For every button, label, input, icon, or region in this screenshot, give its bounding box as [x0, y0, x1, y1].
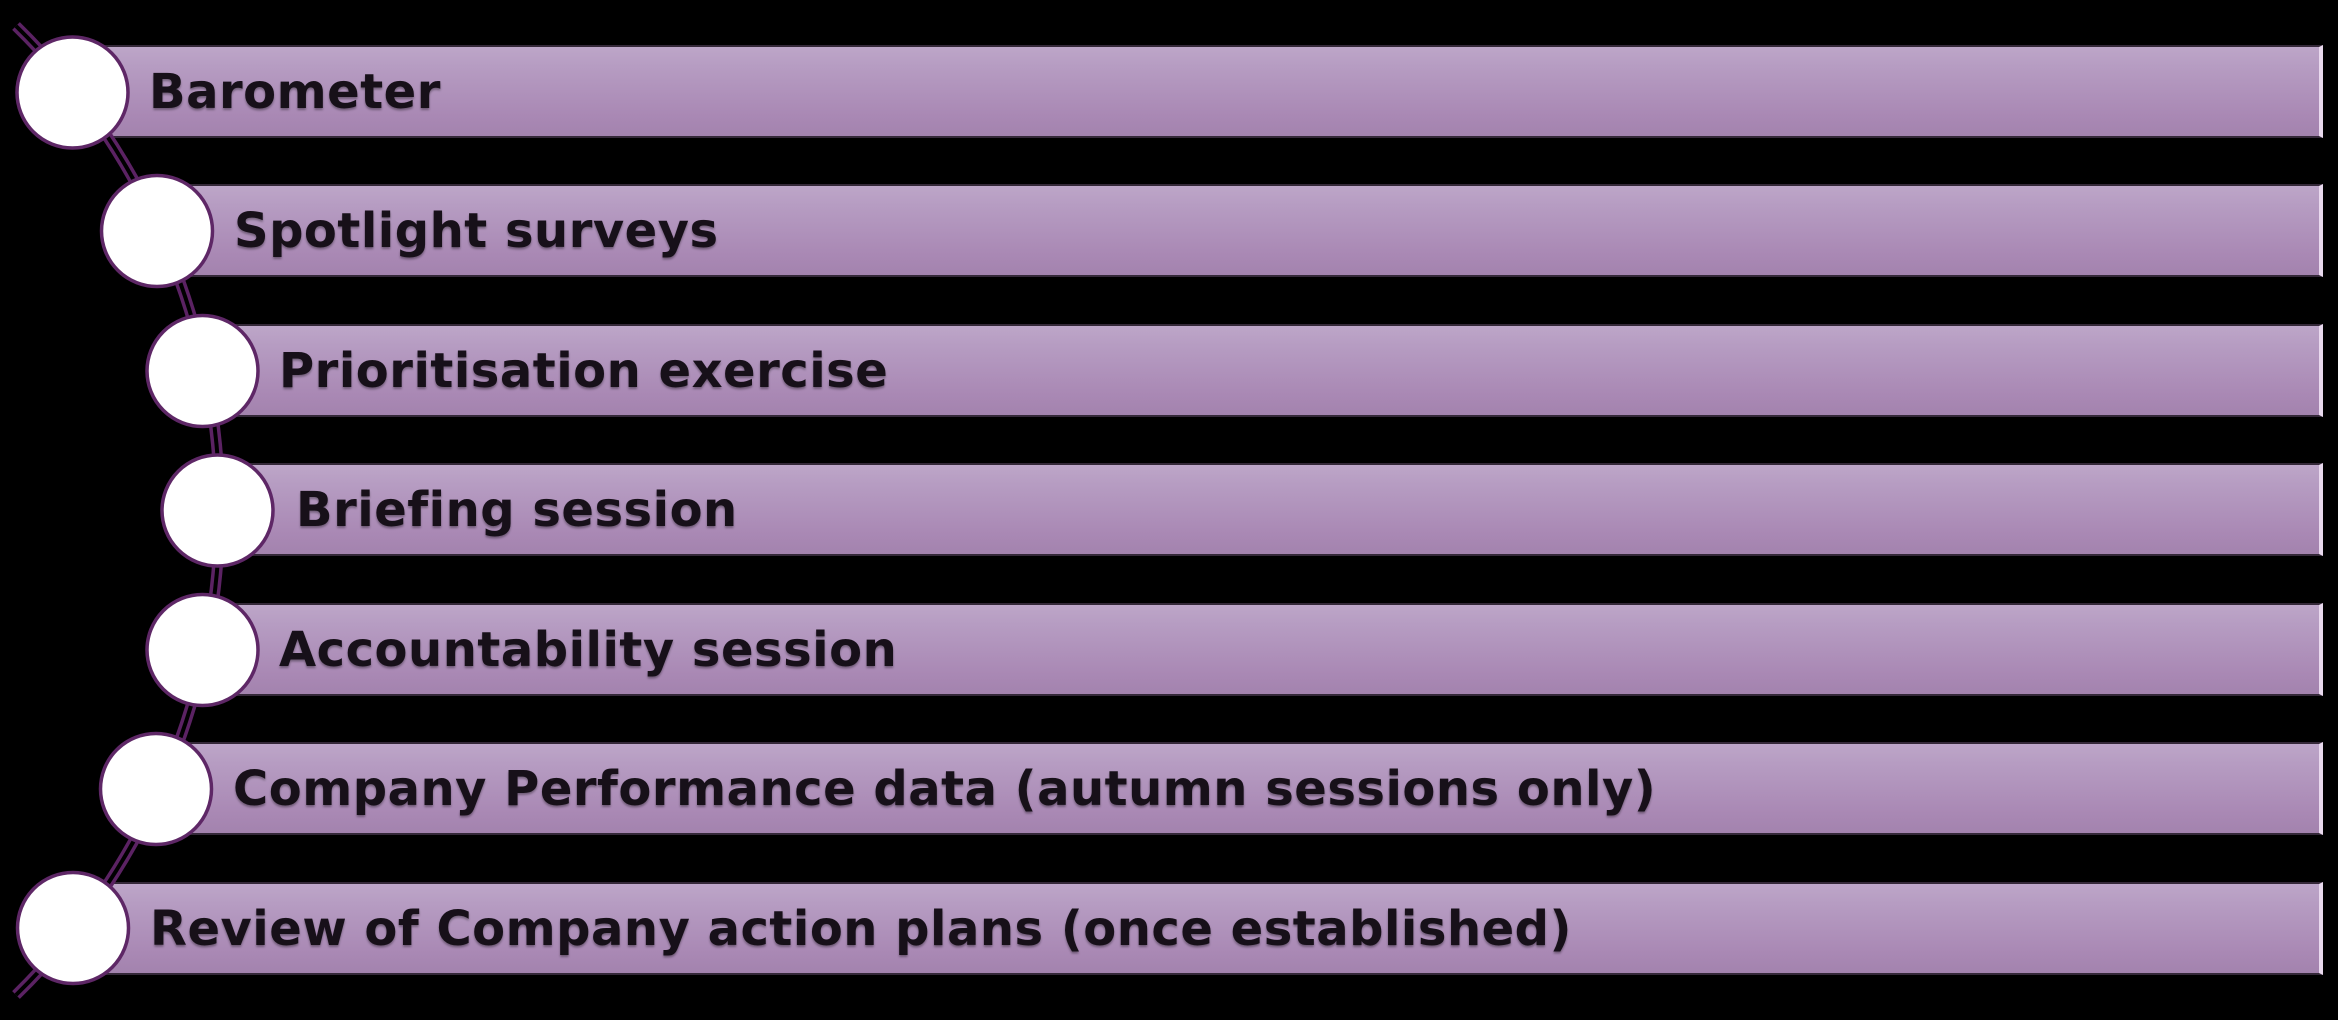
step-bar-company-performance-data: Company Performance data (autumn session… [136, 742, 2323, 835]
step-bar-spotlight-surveys: Spotlight surveys [137, 184, 2323, 277]
step-label: Review of Company action plans (once est… [150, 900, 1572, 957]
step-label: Briefing session [296, 481, 738, 538]
step-label: Spotlight surveys [234, 202, 719, 259]
step-label: Company Performance data (autumn session… [233, 760, 1657, 817]
step-bar-prioritisation-exercise: Prioritisation exercise [182, 324, 2323, 417]
step-label: Barometer [149, 63, 441, 120]
connector-line-icon [12, 22, 226, 999]
step-bar-barometer: Barometer [52, 45, 2323, 138]
connector-line-core-icon [14, 24, 222, 997]
step-bar-briefing-session: Briefing session [197, 463, 2323, 556]
step-bar-review-action-plans: Review of Company action plans (once est… [53, 882, 2323, 975]
step-label: Prioritisation exercise [279, 342, 889, 399]
step-bar-accountability-session: Accountability session [182, 603, 2323, 696]
step-label: Accountability session [279, 621, 898, 678]
